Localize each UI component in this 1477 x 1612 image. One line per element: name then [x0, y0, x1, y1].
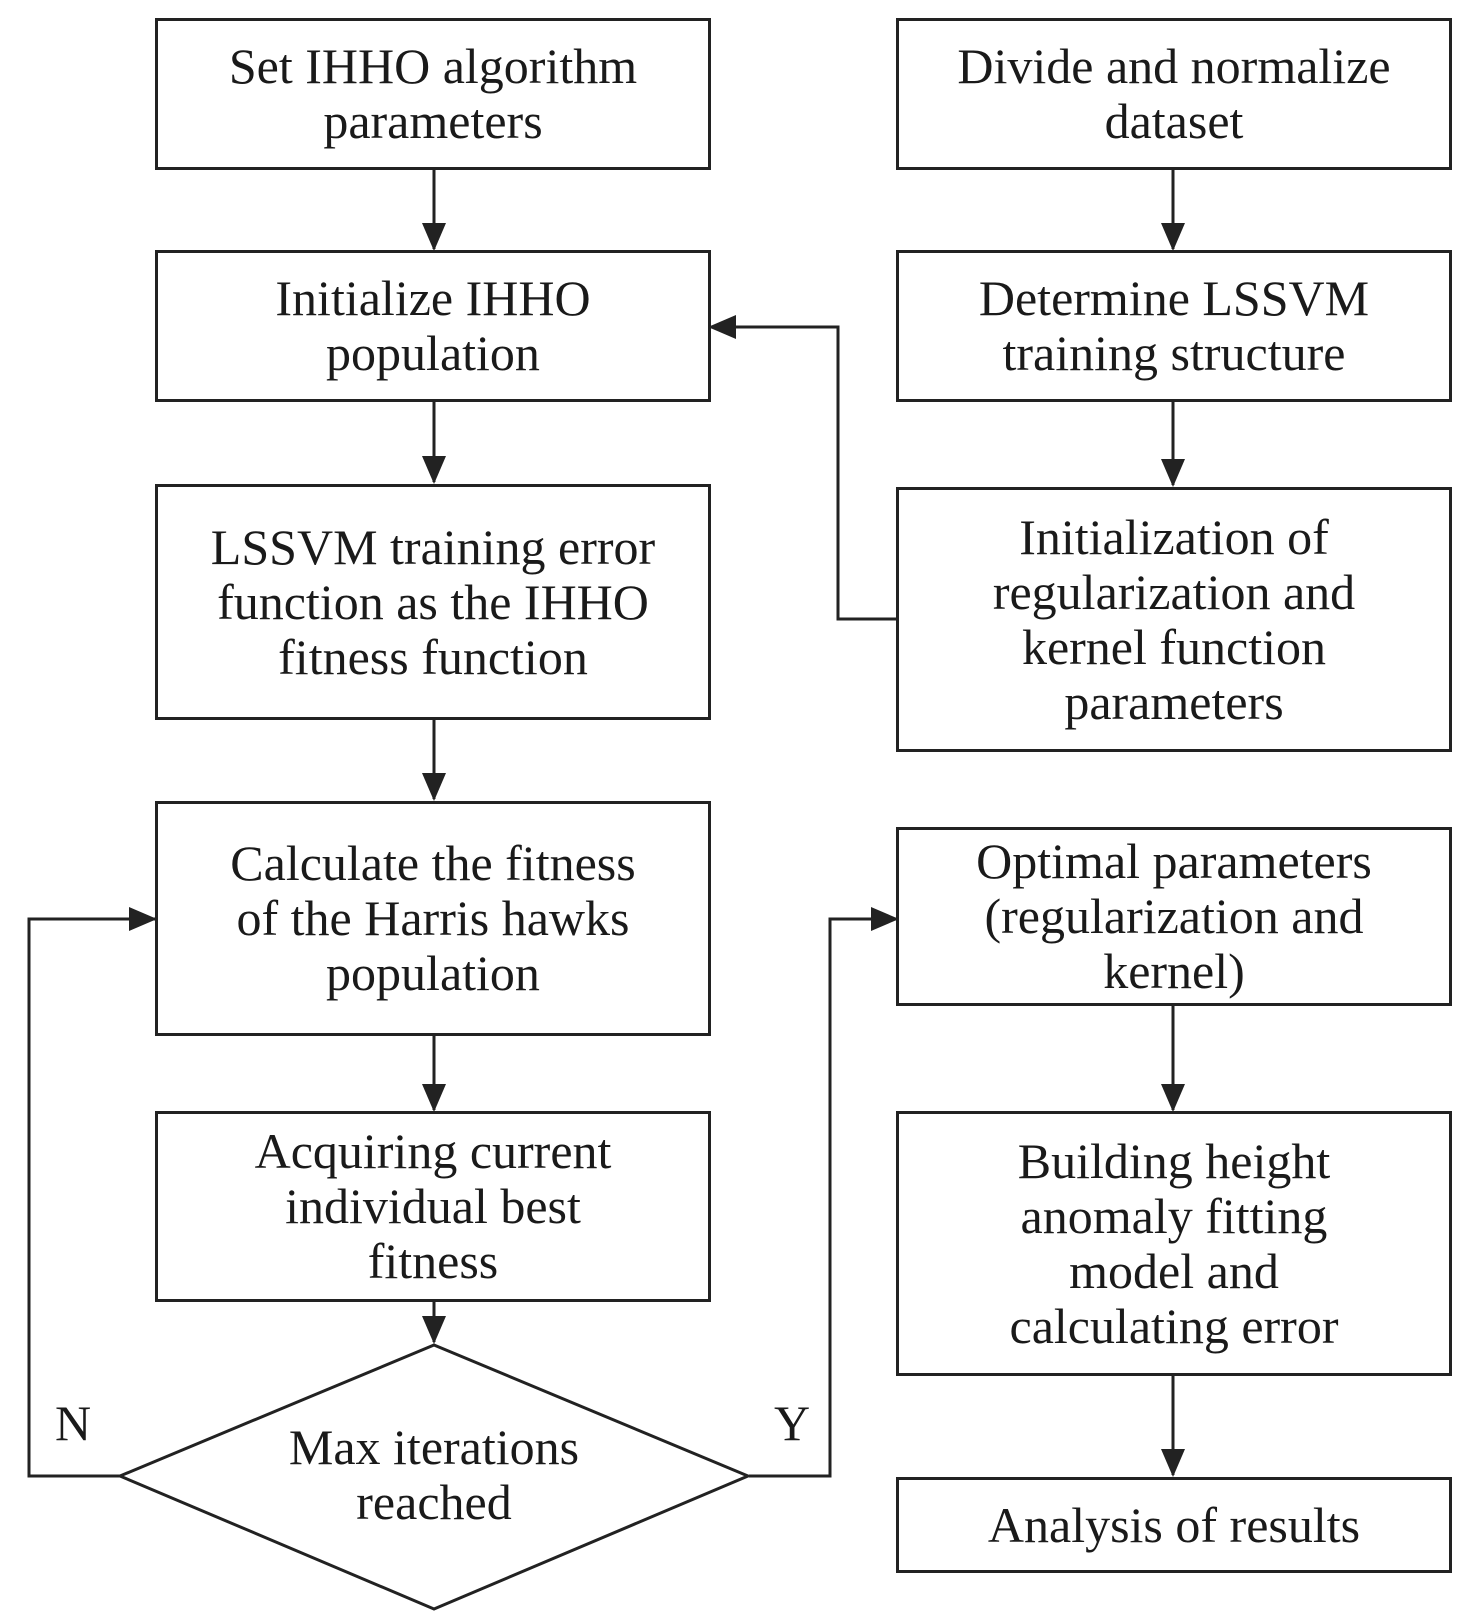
best-fitness-box: Acquiring current individual best fitnes… [155, 1111, 711, 1302]
arrow-init-reg-to-init-population [708, 315, 898, 621]
analysis-label: Analysis of results [987, 1496, 1361, 1553]
build-model-box: Building height anomaly fitting model an… [896, 1111, 1452, 1376]
fitness-function-label: LSSVM training error function as the IHH… [210, 518, 656, 685]
branch-no-label: N [54, 1395, 92, 1451]
init-regularization-label: Initialization of regularization and ker… [992, 508, 1356, 730]
divide-dataset-label: Divide and normalize dataset [957, 38, 1391, 149]
set-params-label: Set IHHO algorithm parameters [228, 38, 638, 149]
decision-label: Max iterations reached [288, 1419, 580, 1530]
best-fitness-label: Acquiring current individual best fitnes… [254, 1123, 612, 1289]
calc-fitness-label: Calculate the fitness of the Harris hawk… [230, 835, 636, 1001]
build-model-label: Building height anomaly fitting model an… [1009, 1132, 1339, 1354]
optimal-params-label: Optimal parameters (regularization and k… [976, 833, 1372, 999]
init-regularization-box: Initialization of regularization and ker… [896, 487, 1452, 752]
analysis-box: Analysis of results [896, 1477, 1452, 1573]
divide-dataset-box: Divide and normalize dataset [896, 18, 1452, 170]
branch-yes-label: Y [773, 1395, 811, 1451]
init-population-label: Initialize IHHO population [275, 270, 591, 381]
lssvm-structure-box: Determine LSSVM training structure [896, 250, 1452, 402]
init-population-box: Initialize IHHO population [155, 250, 711, 402]
calc-fitness-box: Calculate the fitness of the Harris hawk… [155, 801, 711, 1036]
arrow-no-loop [27, 907, 157, 1478]
optimal-params-box: Optimal parameters (regularization and k… [896, 827, 1452, 1006]
arrow-yes-to-optimal [749, 907, 899, 1478]
lssvm-structure-label: Determine LSSVM training structure [978, 270, 1370, 381]
decision-diamond [116, 1343, 752, 1611]
fitness-function-box: LSSVM training error function as the IHH… [155, 484, 711, 720]
set-params-box: Set IHHO algorithm parameters [155, 18, 711, 170]
